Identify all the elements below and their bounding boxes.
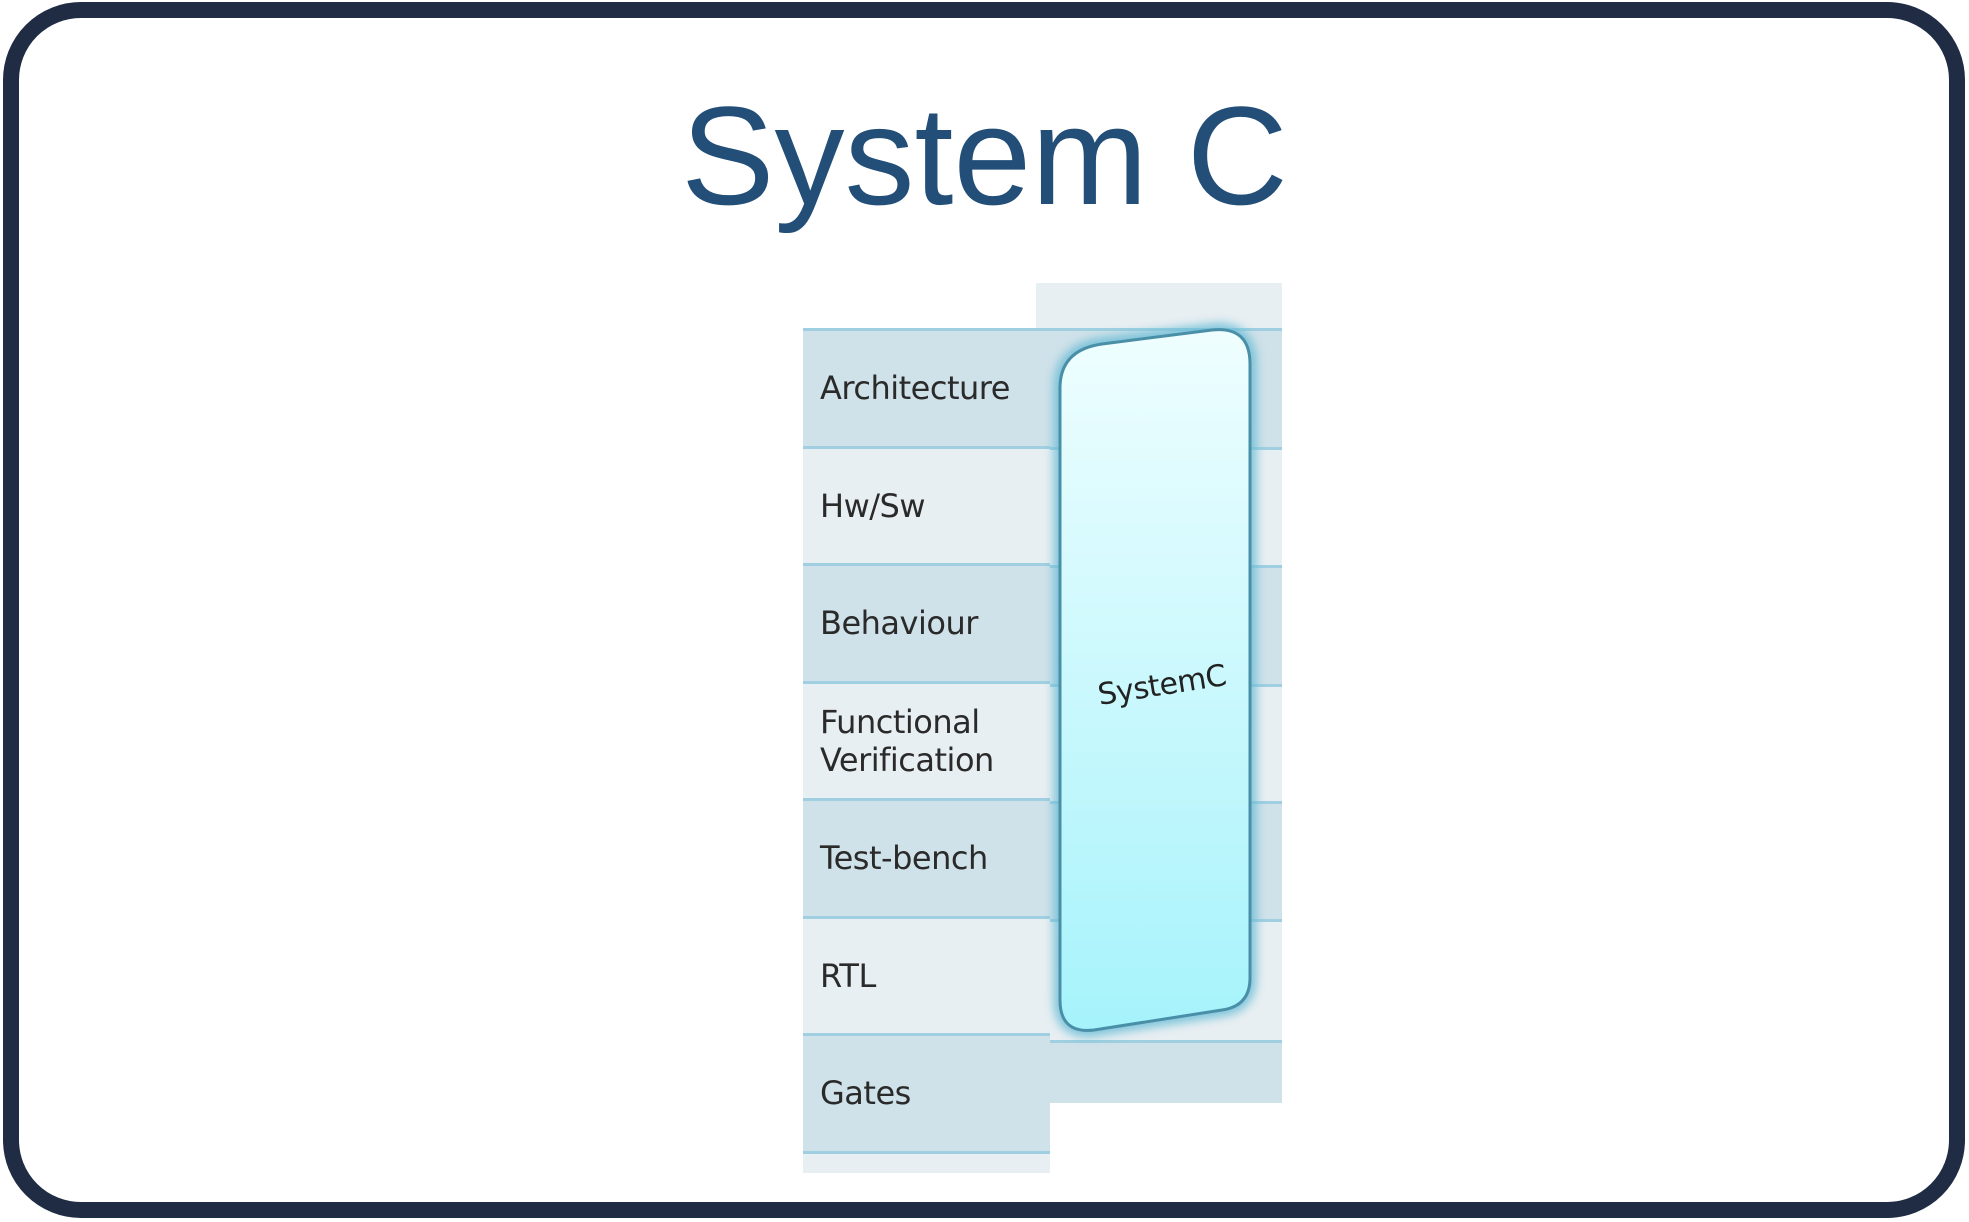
level-row-0: Architecture	[803, 328, 1050, 446]
level-label: Architecture	[820, 369, 1010, 408]
level-label: RTL	[820, 956, 876, 995]
level-label: Gates	[820, 1074, 911, 1113]
level-row-6: Gates	[803, 1033, 1050, 1151]
level-row-3: Functional Verification	[803, 680, 1050, 798]
right-panel-band	[1036, 1040, 1282, 1103]
level-label: Functional Verification	[820, 702, 994, 779]
level-column: Architecture Hw/Sw Behaviour Functional …	[803, 328, 1050, 1173]
level-label: Test-bench	[820, 839, 988, 878]
level-column-tail	[803, 1150, 1050, 1173]
level-label: Hw/Sw	[820, 486, 926, 525]
level-row-1: Hw/Sw	[803, 445, 1050, 563]
systemc-block-shape	[1058, 328, 1252, 1032]
level-row-4: Test-bench	[803, 798, 1050, 916]
right-panel-band	[1036, 283, 1282, 328]
slide-title: System C	[681, 77, 1288, 234]
level-row-2: Behaviour	[803, 563, 1050, 681]
level-row-5: RTL	[803, 915, 1050, 1033]
level-label: Behaviour	[820, 604, 978, 643]
